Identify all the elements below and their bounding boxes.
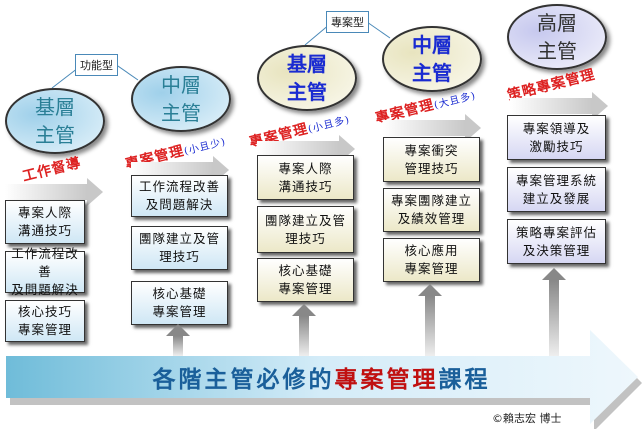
banner-arrow (6, 330, 642, 429)
step-arrow (5, 178, 103, 206)
project-type-tag: 專案型 (326, 11, 369, 33)
course-box: 工作流程改善 及問題解決 (5, 246, 85, 297)
course-box: 工作流程改善 及問題解決 (131, 175, 228, 217)
course-box: 團隊建立及管 理技巧 (131, 226, 228, 270)
banner-title: 各階主管必修的專案管理課程 (152, 366, 491, 393)
step-arrow (383, 114, 481, 142)
up-arrow (542, 268, 566, 356)
up-arrow (418, 284, 442, 356)
level-ellipse-4: 中層 主管 (382, 26, 482, 92)
level-ellipse-2: 中層 主管 (131, 66, 231, 132)
course-box: 團隊建立及管 理技巧 (257, 206, 354, 253)
course-box: 核心技巧 專案管理 (5, 300, 85, 342)
course-box: 專案人際 溝通技巧 (257, 155, 354, 200)
copyright: ©賴志宏 博士 (492, 412, 562, 425)
course-box: 核心基礎 專案管理 (257, 258, 354, 302)
level-ellipse-3: 基層 主管 (257, 45, 357, 111)
up-arrow (166, 324, 190, 356)
course-box: 核心基礎 專案管理 (131, 281, 228, 325)
level-ellipse-5: 高層 主管 (507, 4, 607, 70)
course-box: 核心應用 專案管理 (383, 238, 480, 282)
course-box: 專案團隊建立 及績效管理 (383, 188, 480, 232)
course-box: 專案衝突 管理技巧 (383, 137, 480, 182)
course-box: 策略專案評估 及決策管理 (507, 219, 606, 264)
course-box: 專案管理系統 建立及發展 (507, 167, 606, 212)
course-box: 專案領導及 激勵技巧 (507, 115, 606, 160)
up-arrow (292, 304, 316, 356)
course-box: 專案人際 溝通技巧 (5, 200, 85, 244)
step-arrow (510, 92, 608, 120)
functional-type-tag: 功能型 (75, 54, 118, 76)
level-ellipse-1: 基層 主管 (5, 88, 105, 154)
